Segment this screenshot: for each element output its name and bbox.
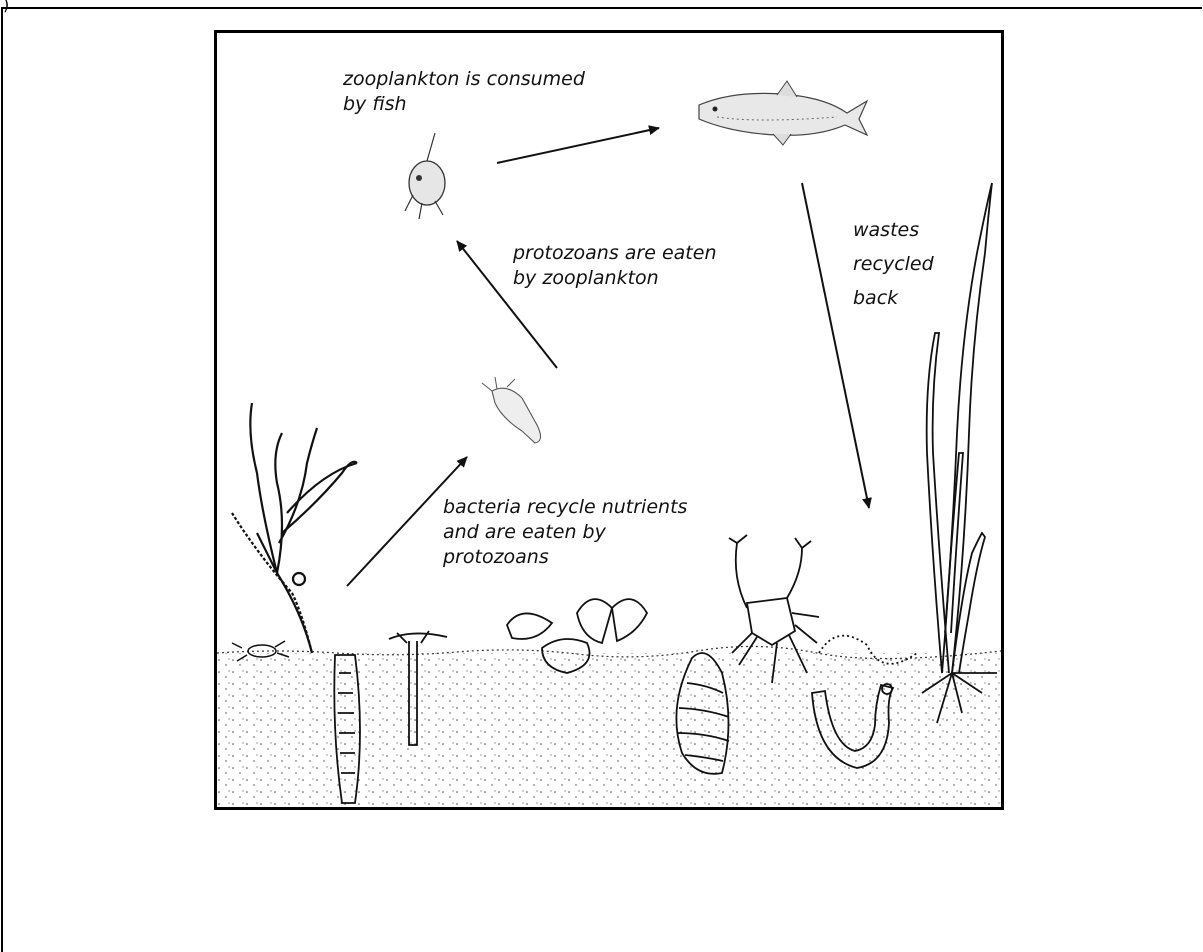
label-protozoans-zooplankton: protozoans are eaten by zooplankton [513,241,717,291]
zooplankton-icon [405,133,445,219]
protozoan-icon [482,377,541,443]
seaweed-icon [232,403,357,653]
label-zooplankton-fish: zooplankton is consumed by fish [343,67,585,117]
arrow-zooplankton-to-fish [497,128,659,163]
fish-icon [699,81,867,145]
corner-mark: ) [3,0,9,14]
food-web-diagram: zooplankton is consumed by fish protozoa… [214,30,1004,810]
label-bacteria: bacteria recycle nutrients and are eaten… [443,495,687,570]
diagram-artwork [217,33,1001,807]
label-wastes: wastes recycled back [853,213,934,315]
